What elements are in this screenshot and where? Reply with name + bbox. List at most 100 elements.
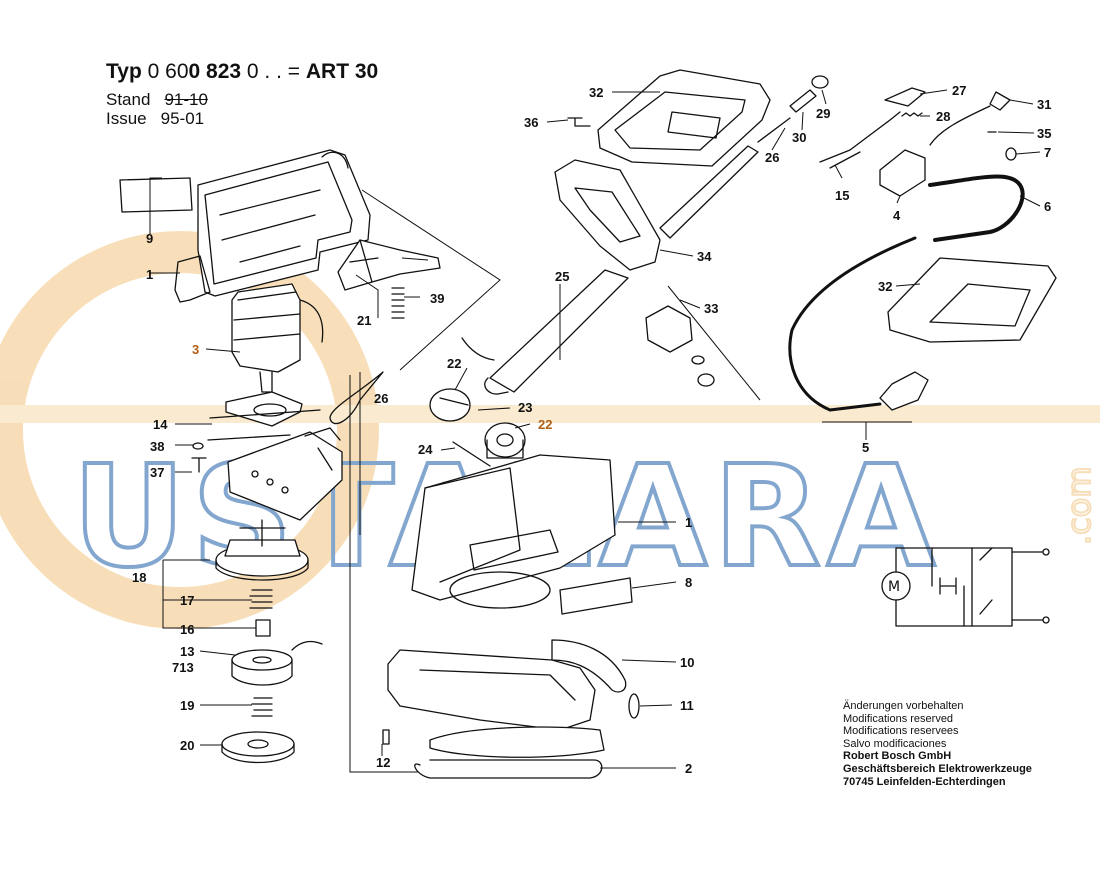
part-terminal-strip bbox=[227, 427, 343, 521]
company-division: Geschäftsbereich Elektrowerkzeuge bbox=[843, 762, 1032, 775]
part-screw-37 bbox=[191, 457, 207, 473]
part-housing-half bbox=[174, 149, 371, 303]
part-guide-bow bbox=[414, 759, 603, 779]
callout-28: 28 bbox=[936, 109, 950, 124]
callout-24: 24 bbox=[418, 442, 433, 457]
part-lower-housing bbox=[411, 454, 616, 609]
note-line-de: Änderungen vorbehalten bbox=[843, 700, 964, 712]
part-gear-wheel bbox=[484, 422, 526, 459]
part-label-plate bbox=[119, 177, 193, 213]
callout-labels: 9 1 3 21 39 14 38 37 26 18 17 16 13 713 … bbox=[132, 83, 1051, 776]
callout-35: 35 bbox=[1037, 126, 1051, 141]
callout-5: 5 bbox=[862, 440, 869, 455]
callout-33: 33 bbox=[704, 301, 718, 316]
callout-37: 37 bbox=[150, 465, 164, 480]
part-spring-17 bbox=[249, 589, 273, 609]
part-spring-28 bbox=[901, 112, 923, 117]
callout-26-left: 26 bbox=[374, 391, 388, 406]
callout-11: 11 bbox=[680, 698, 694, 713]
typ-number: 0 60 bbox=[147, 60, 189, 83]
callout-8: 8 bbox=[685, 575, 692, 590]
callout-20: 20 bbox=[180, 738, 194, 753]
issue-value: 95-01 bbox=[160, 109, 205, 128]
part-label-8 bbox=[559, 577, 633, 615]
part-pin-26 bbox=[757, 117, 791, 143]
page-title: Typ 0 600 823 0 . . = ART 30 bbox=[106, 60, 378, 84]
callout-23: 23 bbox=[518, 400, 532, 415]
callout-29: 29 bbox=[816, 106, 830, 121]
callout-15: 15 bbox=[835, 188, 849, 203]
note-line-fr: Modifications reservees bbox=[843, 725, 959, 738]
part-handle-grip bbox=[554, 145, 759, 271]
part-mains-cable bbox=[788, 236, 917, 412]
part-washer-38 bbox=[192, 442, 204, 450]
callout-32-lower: 32 bbox=[878, 279, 892, 294]
issue-line: Issue 95-01 bbox=[106, 109, 204, 129]
callout-1: 1 bbox=[146, 267, 153, 282]
wiring-schematic: M bbox=[881, 547, 1050, 627]
part-cable-tie bbox=[329, 371, 384, 425]
callout-12: 12 bbox=[376, 755, 390, 770]
callout-13: 13 bbox=[180, 644, 194, 659]
model-name: ART 30 bbox=[305, 60, 379, 83]
callout-4: 4 bbox=[893, 208, 901, 223]
part-knob-29 bbox=[811, 75, 829, 89]
company-address: 70745 Leinfelden-Echterdingen bbox=[843, 775, 1006, 788]
part-handle-upper bbox=[597, 69, 771, 167]
part-lever-27 bbox=[884, 87, 926, 107]
callout-9: 9 bbox=[146, 231, 153, 246]
leader-lines bbox=[149, 89, 1041, 773]
stand-label: Stand bbox=[106, 90, 151, 109]
part-spool bbox=[231, 640, 323, 686]
callout-2: 2 bbox=[685, 761, 692, 776]
callout-38: 38 bbox=[150, 439, 164, 454]
callout-10: 10 bbox=[680, 655, 694, 670]
callout-21: 21 bbox=[357, 313, 371, 328]
part-screw-36 bbox=[567, 117, 591, 127]
part-switch-slider bbox=[337, 239, 441, 291]
part-clamp-7 bbox=[1005, 147, 1017, 161]
note-line-en: Modifications reserved bbox=[843, 712, 954, 725]
part-spring-39 bbox=[391, 287, 405, 319]
callout-14: 14 bbox=[153, 417, 168, 432]
part-switch-4 bbox=[879, 149, 926, 197]
callout-22-top: 22 bbox=[447, 356, 461, 371]
callout-27: 27 bbox=[952, 83, 966, 98]
part-spool-cap bbox=[221, 731, 295, 764]
callout-17: 17 bbox=[180, 593, 194, 608]
part-switch-assembly-33 bbox=[645, 305, 715, 387]
callout-16: 16 bbox=[180, 622, 194, 637]
footer-notes: Änderungen vorbehalten Modifications res… bbox=[843, 700, 1032, 788]
part-plug bbox=[879, 371, 929, 411]
part-blade-11 bbox=[628, 693, 640, 719]
callout-32-top: 32 bbox=[589, 85, 603, 100]
callout-6: 6 bbox=[1044, 199, 1051, 214]
callout-25: 25 bbox=[555, 269, 569, 284]
stand-value: 91-10 bbox=[164, 90, 208, 109]
part-rod-15 bbox=[819, 111, 901, 169]
issue-label: Issue bbox=[106, 109, 147, 128]
callout-19: 19 bbox=[180, 698, 194, 713]
part-bolt-12 bbox=[382, 729, 390, 745]
part-cable-6 bbox=[928, 174, 1025, 242]
part-sleeve-30 bbox=[789, 89, 817, 113]
typ-label: Typ bbox=[106, 60, 142, 83]
stand-line: Stand 91-10 bbox=[106, 90, 208, 110]
watermark-ring bbox=[0, 231, 379, 629]
part-hook-22 bbox=[429, 388, 471, 422]
callout-26-right: 26 bbox=[765, 150, 779, 165]
callout-36: 36 bbox=[524, 115, 538, 130]
callout-30: 30 bbox=[792, 130, 806, 145]
typ-suffix: 0 . . = bbox=[241, 60, 306, 83]
part-fan-wheel bbox=[215, 519, 309, 581]
part-brush-plate bbox=[207, 391, 321, 441]
part-tube bbox=[489, 269, 629, 393]
company-name: Robert Bosch GmbH bbox=[843, 750, 952, 763]
callout-18: 18 bbox=[132, 570, 146, 585]
callout-34: 34 bbox=[697, 249, 712, 264]
callout-3: 3 bbox=[192, 342, 199, 357]
part-tube-bracket bbox=[461, 337, 509, 395]
part-nut-16 bbox=[255, 619, 271, 637]
